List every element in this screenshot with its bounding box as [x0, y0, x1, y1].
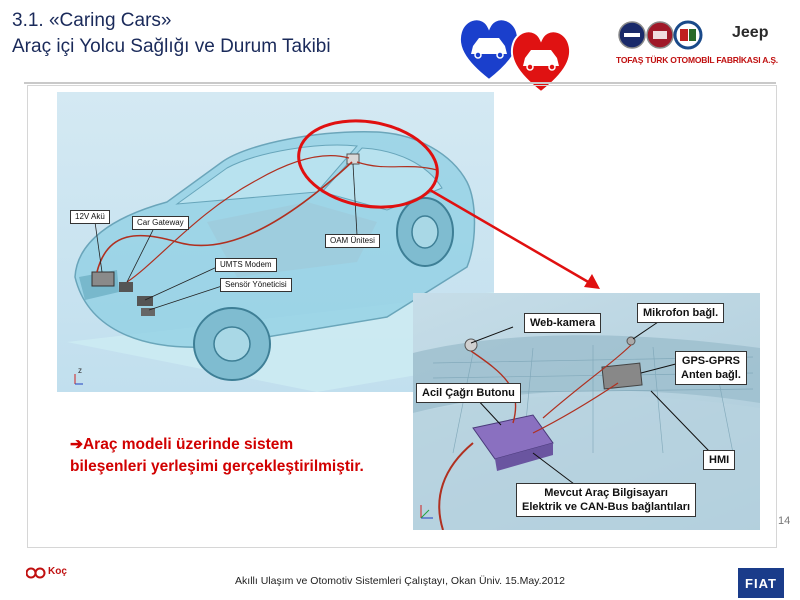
caring-cars-hearts-logo	[458, 18, 572, 94]
label-computer-line1: Mevcut Araç Bilgisayarı	[544, 487, 668, 499]
koc-logo-text: Koç	[48, 566, 67, 577]
highlight-ellipse	[297, 119, 439, 209]
car-brand-badges	[618, 20, 703, 50]
footer-text: Akıllı Ulaşım ve Otomotiv Sistemleri Çal…	[235, 575, 565, 587]
caption-line2: bileşenleri yerleşimi gerçekleştirilmişt…	[70, 458, 364, 475]
label-car-gateway: Car Gateway	[132, 216, 189, 230]
fiat-logo-text: FIAT	[745, 575, 777, 591]
fiat-footer-logo: FIAT	[738, 568, 784, 598]
blue-heart-car-icon	[471, 38, 507, 54]
axis-z-label: z	[78, 366, 82, 375]
label-computer-line2: Elektrik ve CAN-Bus bağlantıları	[522, 501, 691, 513]
caption-line1: ➔Araç modeli üzerinde sistem	[70, 436, 294, 453]
label-oam-unit: OAM Ünitesi	[325, 234, 380, 248]
label-hmi: HMI	[703, 450, 736, 470]
interior-detail-image: Web-kamera Mikrofon bağl. GPS-GPRS Anten…	[413, 293, 760, 530]
header-divider	[24, 82, 776, 84]
slide-caption: ➔Araç modeli üzerinde sistem bileşenleri…	[70, 434, 364, 478]
label-sensor-manager: Sensör Yöneticisi	[220, 278, 292, 292]
brand-logos: Jeep TOFAŞ TÜRK OTOMOBİL FABRİKASI A.Ş.	[616, 18, 791, 78]
content-frame	[27, 85, 777, 548]
label-gps-line1: GPS-GPRS	[681, 355, 740, 367]
slide-title: 3.1. «Caring Cars»	[12, 10, 172, 31]
label-umts-modem: UMTS Modem	[215, 258, 277, 272]
red-heart-car-icon	[523, 50, 559, 66]
label-battery: 12V Akü	[70, 210, 110, 224]
label-vehicle-computer: Mevcut Araç Bilgisayarı Elektrik ve CAN-…	[516, 483, 697, 517]
tofas-company-name: TOFAŞ TÜRK OTOMOBİL FABRİKASI A.Ş.	[616, 55, 778, 65]
label-microphone: Mikrofon bağl.	[637, 303, 725, 323]
slide-subtitle: Araç içi Yolcu Sağlığı ve Durum Takibi	[12, 36, 331, 57]
page-number: 14	[778, 515, 791, 527]
arrow-head-icon	[584, 274, 600, 289]
highlight-arrow-line	[429, 188, 591, 285]
label-emergency-button: Acil Çağrı Butonu	[416, 383, 521, 403]
label-webcam: Web-kamera	[524, 313, 602, 333]
label-gps-gprs: GPS-GPRS Anten bağl.	[675, 351, 747, 385]
label-gps-line2: Anten bağl.	[681, 369, 741, 381]
koc-emblem-icon	[26, 567, 46, 579]
jeep-logo: Jeep	[732, 24, 769, 41]
